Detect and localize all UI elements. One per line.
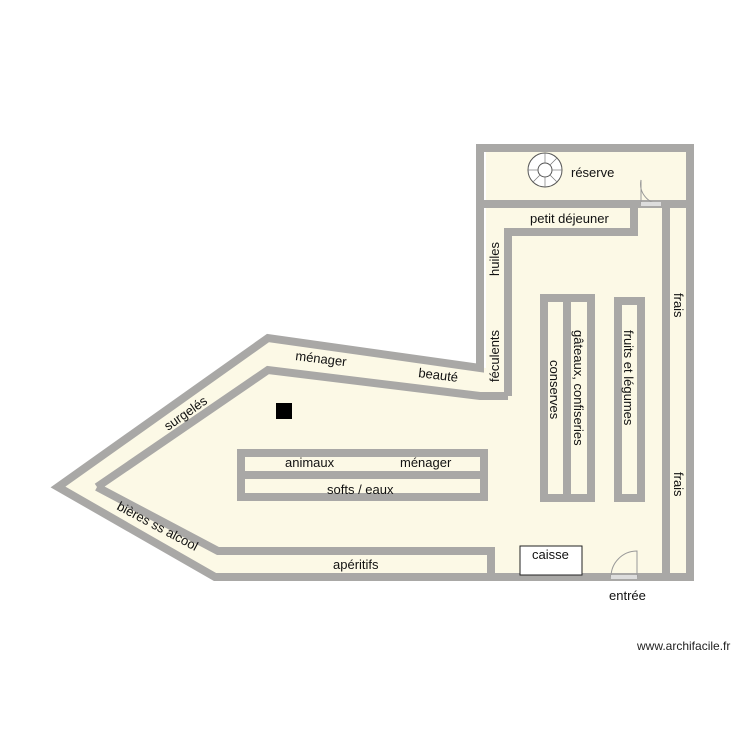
- entrance-door-icon[interactable]: [610, 550, 638, 579]
- label-gateaux: gâteaux, confiseries: [571, 330, 586, 446]
- door-icon[interactable]: [640, 179, 662, 206]
- label-fruits: fruits et légumes: [621, 330, 636, 426]
- label-aperitifs: apéritifs: [333, 557, 379, 572]
- label-softs: softs / eaux: [327, 482, 394, 497]
- inner-wall-aperitifs: [95, 483, 495, 577]
- label-conserves: conserves: [547, 360, 562, 420]
- label-caisse: caisse: [532, 547, 569, 562]
- label-menager-mid: ménager: [400, 455, 452, 470]
- watermark[interactable]: www.archifacile.fr: [637, 639, 731, 653]
- checkout-counter: [519, 545, 583, 576]
- label-animaux: animaux: [285, 455, 335, 470]
- floor-fill: [58, 148, 690, 577]
- label-petit-dejeuner: petit déjeuner: [530, 211, 609, 226]
- gondola-fruits: [614, 297, 645, 502]
- label-huiles: huiles: [487, 242, 502, 276]
- label-frais-top: frais: [671, 293, 686, 318]
- label-menager-top: ménager: [295, 348, 348, 369]
- pillar-icon: [276, 403, 292, 419]
- inner-wall-menager: [94, 365, 508, 491]
- outer-wall: [50, 144, 694, 581]
- label-feculents: féculents: [487, 329, 502, 382]
- spiral-staircase-icon: [527, 152, 563, 188]
- label-beaute: beauté: [418, 365, 459, 385]
- label-entree: entrée: [609, 588, 646, 603]
- label-frais-bottom: frais: [671, 472, 686, 497]
- label-reserve: réserve: [571, 165, 614, 180]
- inner-wall-breakfast: [504, 204, 638, 396]
